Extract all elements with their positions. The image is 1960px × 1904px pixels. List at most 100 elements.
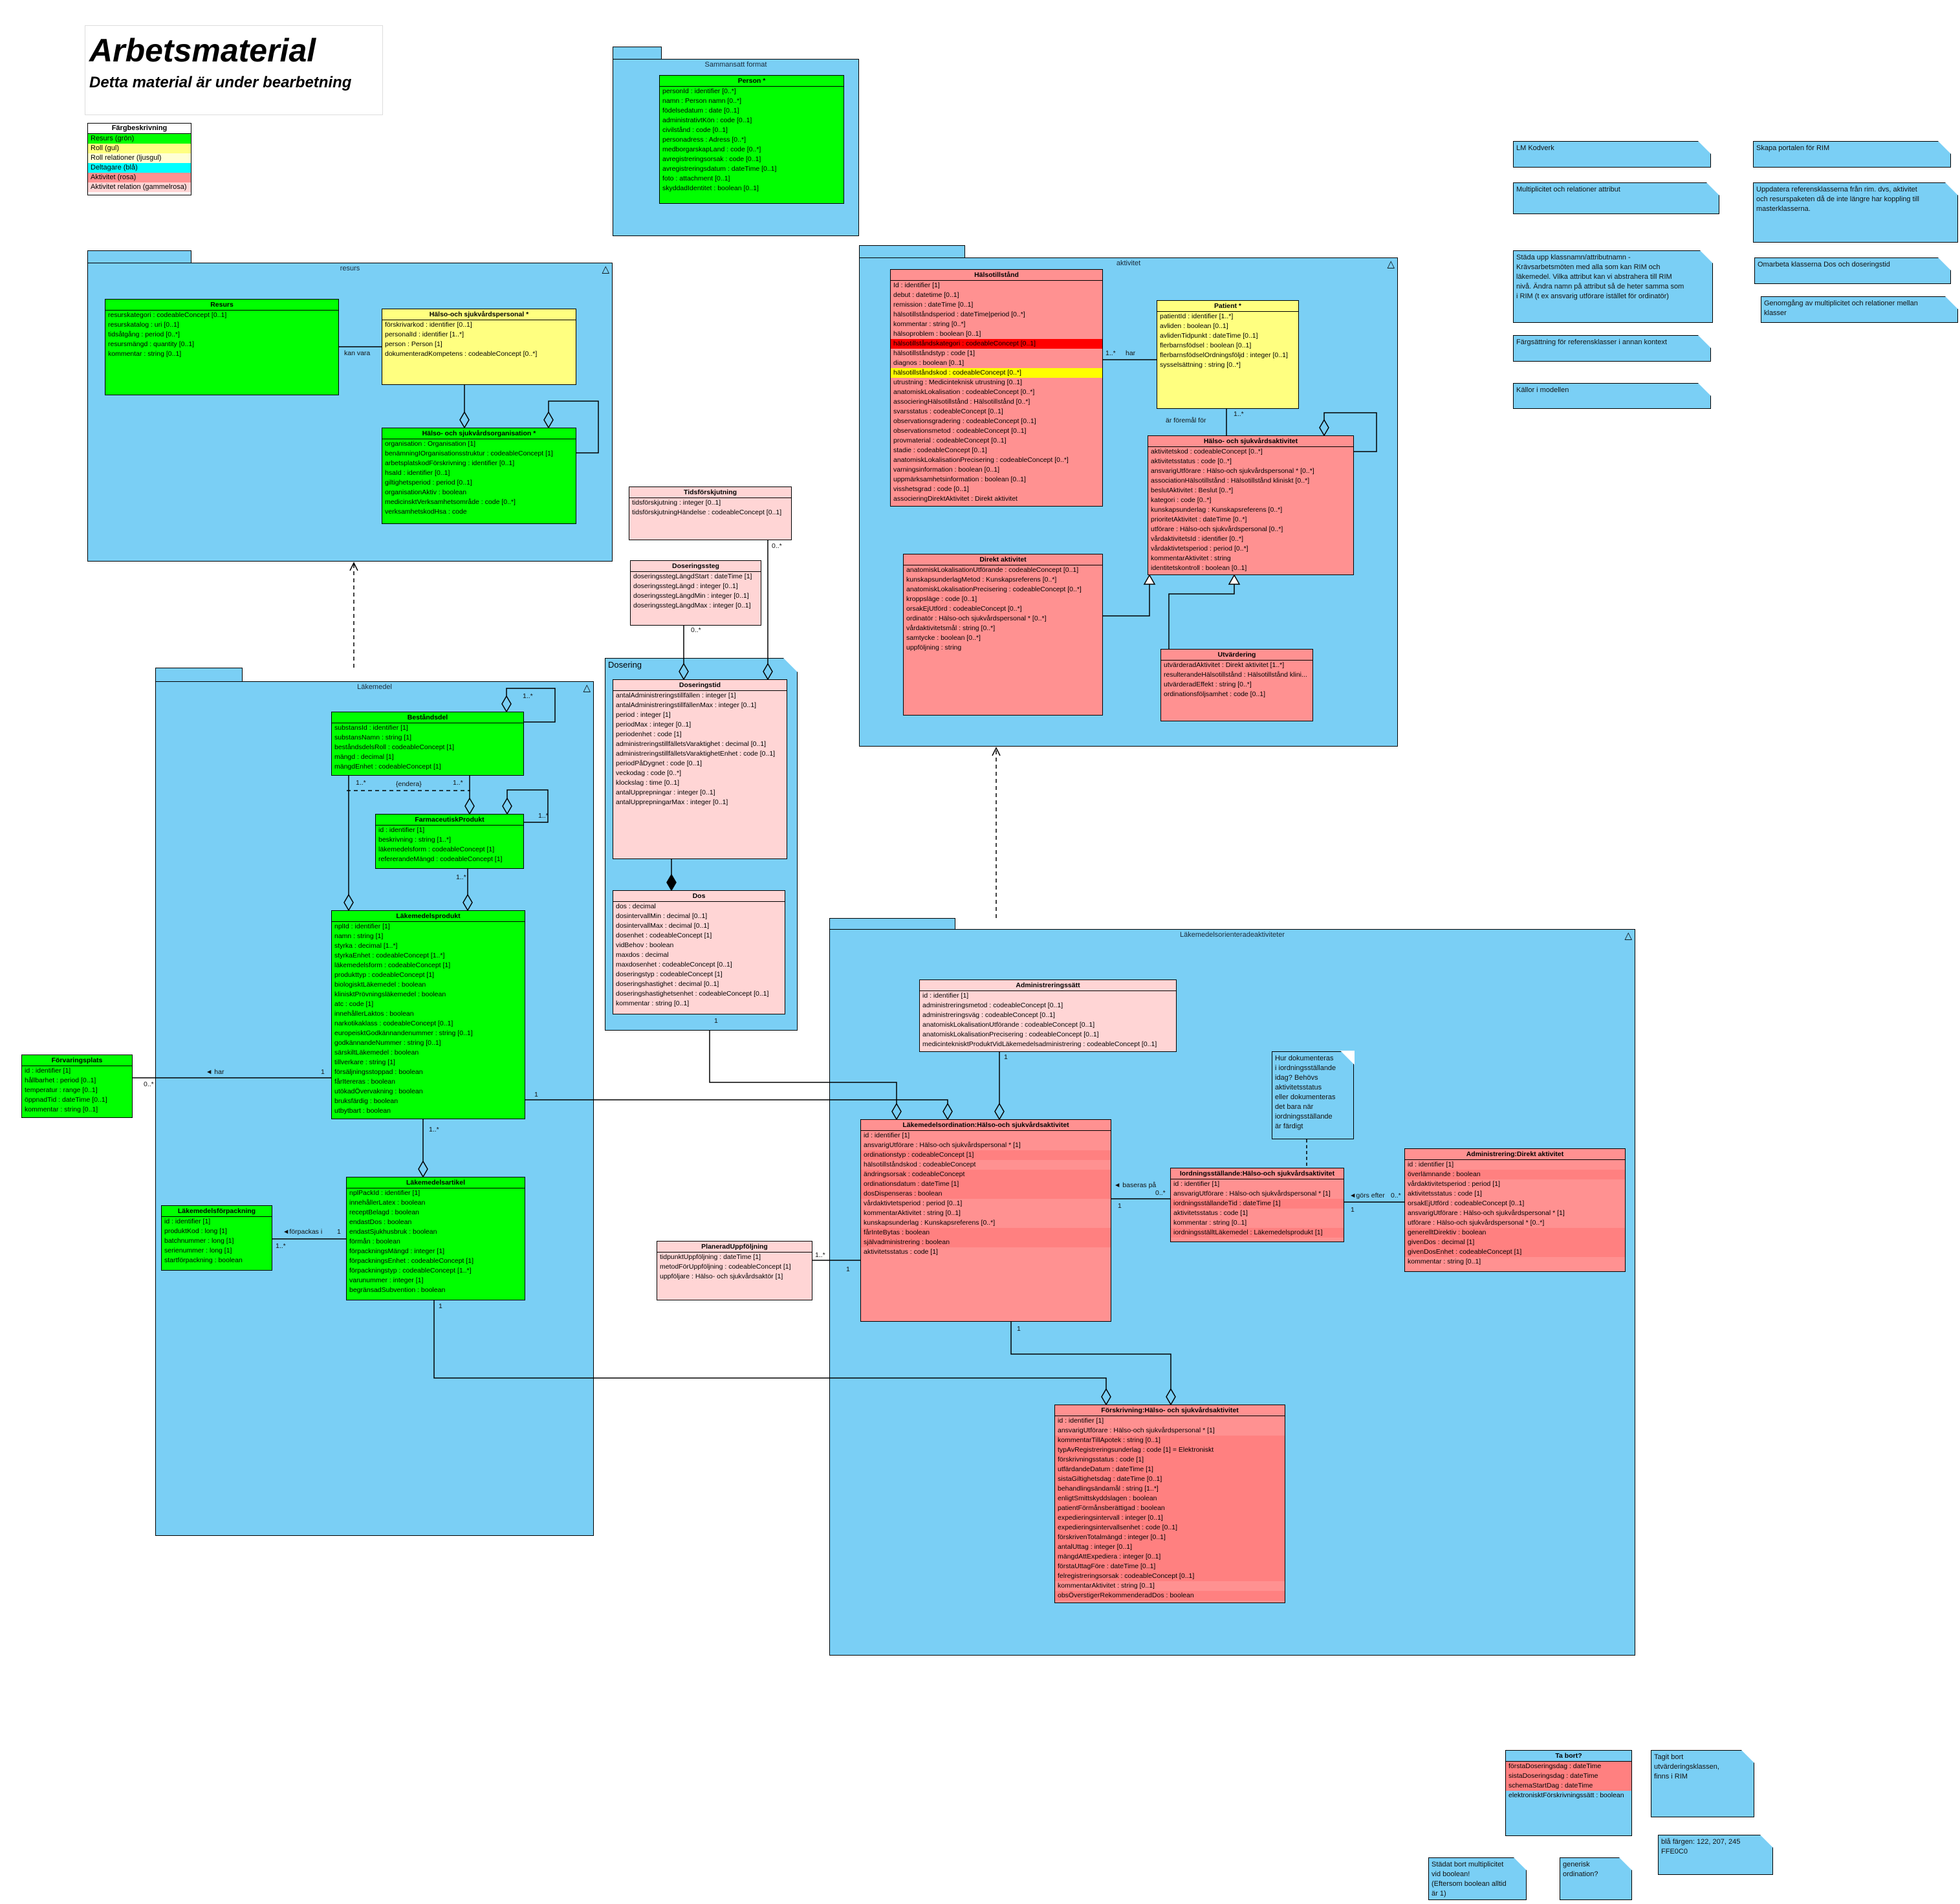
- multiplicity-label: 1: [1004, 1053, 1008, 1061]
- class-attribute: veckodag : code [0..*]: [616, 769, 681, 777]
- class-attribute: utbytbart : boolean: [334, 1107, 391, 1115]
- package-name: aktivitet: [1116, 259, 1141, 267]
- legend-item: Roll relationer (ljusgul): [88, 153, 191, 163]
- legend-item: Roll (gul): [88, 144, 191, 153]
- class-attribute: beslutAktivitet : Beslut [0..*]: [1151, 487, 1234, 494]
- association-label: ◄görs efter: [1349, 1192, 1385, 1199]
- note-hur-dokumenteras[interactable]: Hur dokumenteras i iordningsställande id…: [1272, 1051, 1355, 1139]
- class-attribute: bruksfärdig : boolean: [334, 1097, 398, 1105]
- class-attribute: obsÖverstigerRekommenderadDos : boolean: [1055, 1591, 1285, 1601]
- note-multiplicitet[interactable]: Multiplicitet och relationer attribut: [1513, 182, 1720, 214]
- package-tab: [155, 668, 243, 682]
- class-attribute: verksamhetskodHsa : code: [385, 508, 467, 516]
- class-attribute: doseringsstegLängdMax : integer [0..1]: [633, 602, 751, 609]
- class-attribute: europeisktGodkännandenummer : string [0.…: [334, 1029, 473, 1037]
- class-attribute: namn : Person namn [0..*]: [662, 97, 741, 105]
- class-patient[interactable]: Patient *patientId : identifier [1..*]av…: [1157, 300, 1299, 409]
- legend-item: Resurs (grön): [88, 134, 191, 144]
- note-bla-fargen[interactable]: blå färgen: 122, 207, 245 FFE0C0: [1658, 1834, 1774, 1875]
- triangle-icon: △: [583, 683, 591, 694]
- class-attribute: avliden : boolean [0..1]: [1160, 322, 1228, 330]
- class-attribute: id : identifier [1]: [378, 826, 425, 834]
- note-fargsattning[interactable]: Färgsättning för referensklasser i annan…: [1513, 334, 1712, 362]
- class-attribute: kunskapsunderlag : Kunskapsreferens [0..…: [1151, 506, 1283, 514]
- class-iordningsstallande[interactable]: Iordningsställande:Hälso-och sjukvårdsak…: [1170, 1168, 1344, 1242]
- class-halso-och-sjukvardspersonal[interactable]: Hälso-och sjukvårdspersonal *förskrivark…: [382, 309, 576, 385]
- class-attribute: dosintervallMax : decimal [0..1]: [616, 922, 710, 930]
- class-attribute: personalId : identifier [1..*]: [385, 331, 464, 338]
- note-stadat-bort[interactable]: Städat bort multiplicitet vid boolean! (…: [1428, 1857, 1527, 1900]
- class-lakemedelsordination[interactable]: Läkemedelsordination:Hälso-och sjukvårds…: [860, 1119, 1111, 1322]
- class-attribute: uppföljning : string: [906, 644, 962, 651]
- class-attribute: maxdosenhet : codeableConcept [0..1]: [616, 961, 732, 968]
- class-attribute: kommentar : string [0..1]: [108, 350, 182, 358]
- class-attribute: hälsotillståndskod : codeableConcept: [864, 1161, 976, 1168]
- class-attribute: utvärderadAktivitet : Direkt aktivitet […: [1164, 661, 1285, 669]
- class-attribute: id : identifier [1]: [1173, 1180, 1220, 1188]
- class-attribute: kommentarAktivitet : string: [1151, 554, 1231, 562]
- class-attribute: prioritetAktivitet : dateTime [0..*]: [1151, 516, 1247, 523]
- note-uppdatera[interactable]: Uppdatera referensklasserna från rim. dv…: [1753, 182, 1959, 243]
- note-skapa-portalen[interactable]: Skapa portalen för RIM: [1753, 140, 1952, 168]
- multiplicity-label: 0..*: [691, 626, 701, 634]
- class-attribute: överlämnande : boolean: [1405, 1170, 1625, 1179]
- page-title: Arbetsmaterial: [89, 32, 316, 69]
- class-attribute: administreringstillfälletsVaraktighet : …: [616, 740, 767, 748]
- class-attribute: behandlingsändamål : string [1..*]: [1055, 1484, 1285, 1494]
- class-person[interactable]: Person *personId : identifier [0..*]namn…: [659, 75, 844, 204]
- class-attribute: resurskategori : codeableConcept [0..1]: [108, 311, 227, 319]
- class-attribute: flerbarnsfödselOrdningsföljd : integer […: [1160, 351, 1288, 359]
- note-lm-kodverk[interactable]: LM Kodverk: [1513, 140, 1712, 168]
- class-attribute: id : identifier [1]: [25, 1067, 71, 1075]
- class-attribute: kommentarAktivitet : string [0..1]: [1058, 1582, 1155, 1590]
- class-attribute: ordinationstyp : codeableConcept [1]: [861, 1150, 1111, 1160]
- note-omarbeta[interactable]: Omarbeta klasserna Dos och doseringstid: [1754, 257, 1952, 284]
- note-tagit-bort[interactable]: Tagit bort utvärderingsklassen, finns i …: [1651, 1749, 1755, 1817]
- association-label: har: [1126, 349, 1136, 357]
- multiplicity-label: 1: [337, 1228, 341, 1236]
- class-attribute: visshetsgrad : code [0..1]: [893, 485, 969, 493]
- class-halso-och-sjukvardsorganisation[interactable]: Hälso- och sjukvårdsorganisation *organi…: [382, 428, 576, 524]
- class-forskrivning[interactable]: Förskrivning:Hälso- och sjukvårdsaktivit…: [1054, 1405, 1285, 1603]
- class-attribute: hälsoproblem : boolean [0..1]: [893, 330, 981, 338]
- class-attribute: aktivitetsstatus : code [1]: [864, 1248, 938, 1256]
- note-stada-upp[interactable]: Städa upp klassnamn/attributnamn - Krävs…: [1513, 250, 1714, 323]
- class-attribute: resursmängd : quantity [0..1]: [108, 340, 195, 348]
- class-attribute: givenDos : decimal [1]: [1405, 1238, 1625, 1247]
- class-attribute: id : identifier [1]: [1408, 1161, 1454, 1168]
- class-attribute: vårdaktivitetsperiod : period [1]: [1408, 1180, 1500, 1188]
- class-attribute: generelltDirektiv : boolean: [1405, 1228, 1625, 1238]
- multiplicity-label: 1: [439, 1302, 442, 1310]
- class-attribute: dosDispenseras : boolean: [861, 1189, 1111, 1199]
- note-generisk[interactable]: generisk ordination?: [1560, 1857, 1633, 1900]
- class-attribute: antalUttag : integer [0..1]: [1055, 1542, 1285, 1552]
- class-attribute: kommentar : string [0..*]: [893, 320, 966, 328]
- class-attribute: ändringsorsak : codeableConcept: [861, 1170, 1111, 1179]
- note-genomgang[interactable]: Genomgång av multiplicitet och relatione…: [1761, 296, 1959, 323]
- class-attribute: födelsedatum : date [0..1]: [662, 107, 739, 115]
- class-attribute: utfärdandeDatum : dateTime [1]: [1055, 1465, 1285, 1474]
- multiplicity-label: 1: [846, 1265, 850, 1273]
- class-attribute: ansvarigUtförare : Hälso-och sjukvårdspe…: [1058, 1427, 1215, 1434]
- note-kallor[interactable]: Källor i modellen: [1513, 382, 1712, 409]
- class-attribute: tidsförskjutningHändelse : codeableConce…: [632, 509, 782, 516]
